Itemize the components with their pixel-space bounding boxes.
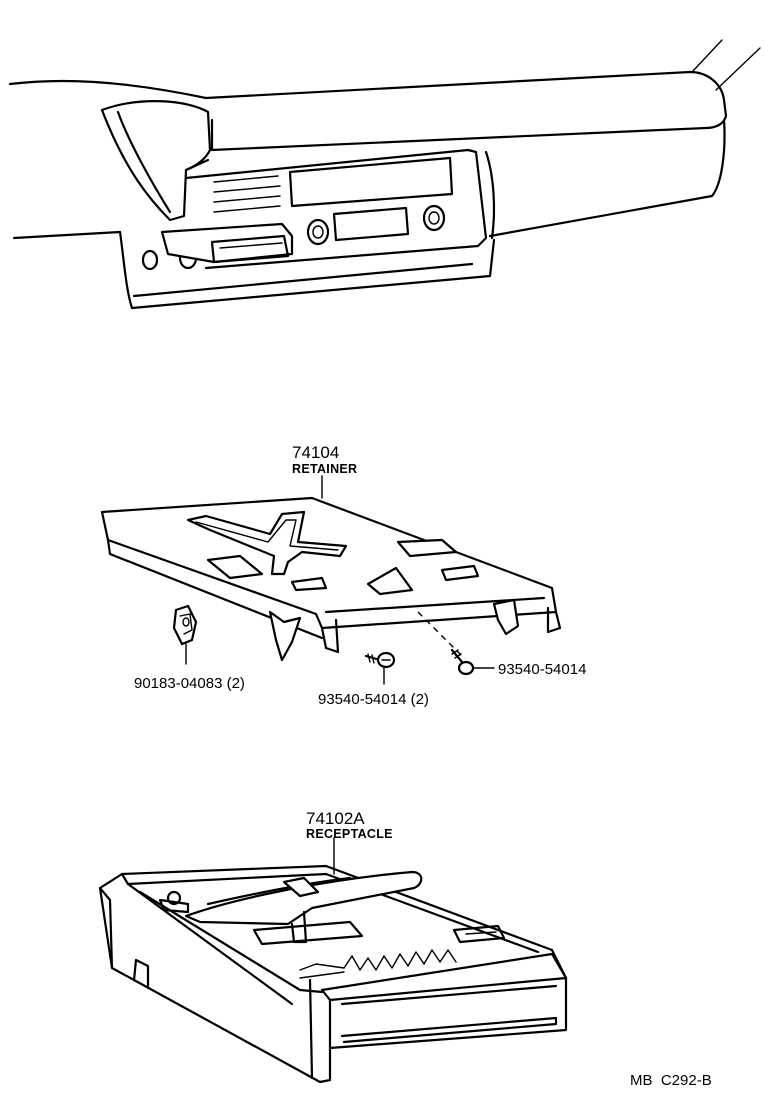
clip-part [172,604,198,665]
retainer-part-name: RETAINER [292,462,357,476]
figure-code: MB C292-B [630,1072,712,1089]
screw-single-part-number: 93540-54014 [498,661,586,678]
screw-pair-part [364,651,396,685]
receptacle-part-name: RECEPTACLE [306,827,393,841]
retainer-part-number: 74104 [292,443,339,462]
receptacle-part [98,837,568,1084]
retainer-part [100,475,562,662]
screw-pair-part-number: 93540-54014 (2) [318,691,429,708]
receptacle-part-number: 74102A [306,809,365,828]
dashboard-illustration [8,39,761,310]
clip-part-number: 90183-04083 (2) [134,675,245,692]
screw-single-part [417,611,495,676]
